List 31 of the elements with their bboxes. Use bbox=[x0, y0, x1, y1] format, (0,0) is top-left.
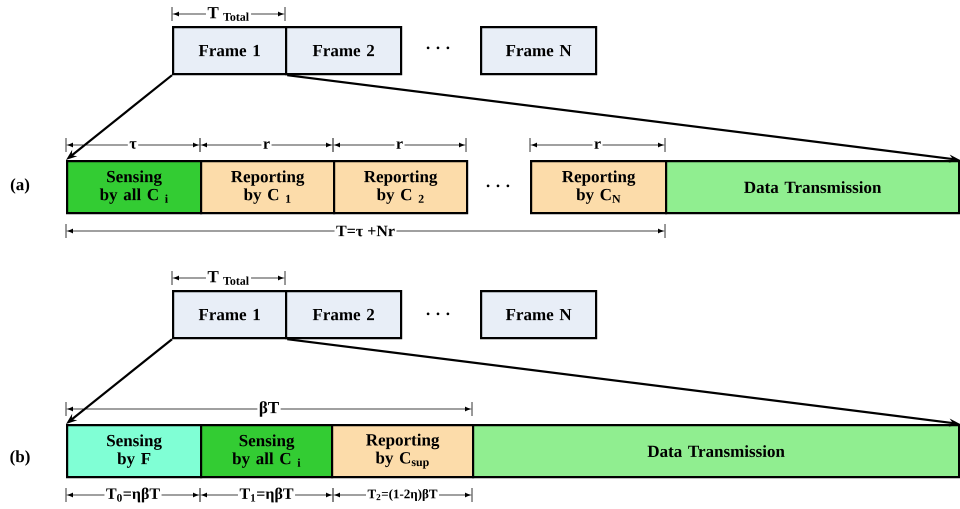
dimension-label: T $_{Total}$ bbox=[206, 270, 252, 286]
dimension-label: r bbox=[261, 140, 272, 150]
dimension-label: T$_{1}$=ηβT bbox=[238, 486, 296, 504]
panel-label: (a) bbox=[10, 178, 30, 194]
data-transmission-box: Data Transmission bbox=[665, 160, 960, 214]
dimension-label: T$_{2}$=(1-2η)βT bbox=[366, 488, 440, 502]
frame-box: Frame N bbox=[480, 290, 598, 340]
reporting-box: Reporting by C$_{sup}$ bbox=[331, 424, 474, 478]
sensing-box: Sensing by all C $_{i}$ bbox=[200, 424, 334, 478]
data-transmission-box: Data Transmission bbox=[472, 424, 960, 478]
ellipsis: · · · bbox=[486, 184, 510, 188]
ellipsis: · · · bbox=[426, 46, 450, 50]
reporting-box: Reporting by C $_{2}$ bbox=[333, 160, 468, 214]
dimension-label: r bbox=[394, 140, 405, 150]
frame-box: Frame 2 bbox=[285, 26, 402, 76]
dimension-label: βT bbox=[257, 400, 281, 418]
reporting-box: Reporting by C $_{1}$ bbox=[200, 160, 336, 214]
reporting-box: Reporting by C$_{N}$ bbox=[530, 160, 668, 214]
dimension-label: τ bbox=[128, 140, 138, 150]
frame-box: Frame N bbox=[480, 26, 598, 76]
frame-box: Frame 1 bbox=[172, 26, 288, 76]
panel-label: (b) bbox=[10, 450, 30, 466]
sensing-box: Sensing by F bbox=[66, 424, 202, 478]
dimension-label: T $_{Total}$ bbox=[206, 6, 252, 22]
ellipsis: · · · bbox=[426, 312, 450, 316]
sensing-box: Sensing by all C $_{i}$ bbox=[66, 160, 202, 214]
frame-box: Frame 2 bbox=[285, 290, 402, 340]
frame-box: Frame 1 bbox=[172, 290, 288, 340]
dimension-label: r bbox=[592, 140, 603, 150]
dimension-label: T=τ +Nr bbox=[334, 224, 396, 238]
dimension-label: T$_{0}$=ηβT bbox=[104, 486, 162, 504]
